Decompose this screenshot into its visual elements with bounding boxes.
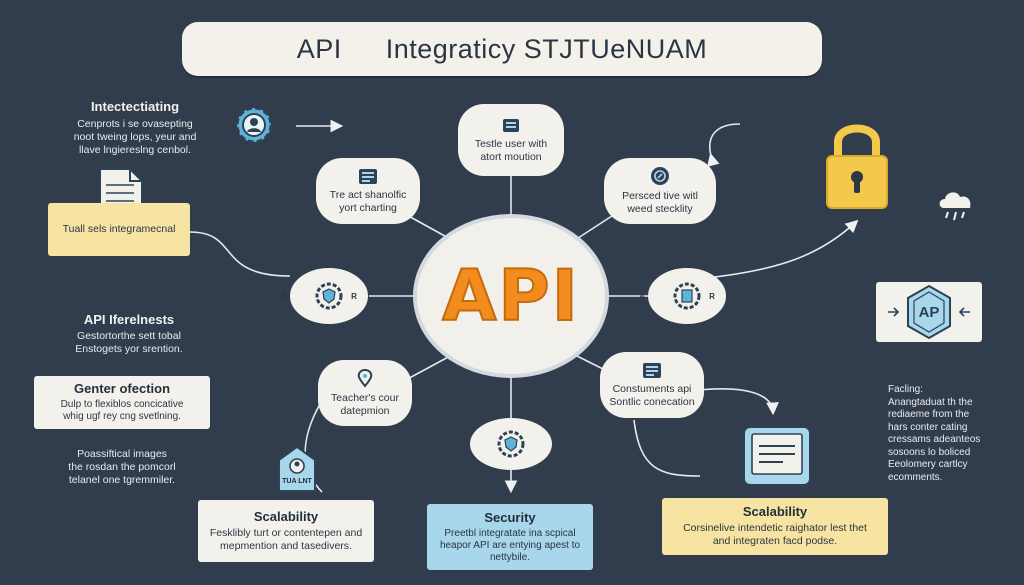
- svg-text:AP: AP: [919, 304, 940, 321]
- card-security-text: Preetbl integratate ina scpical heapor A…: [439, 527, 581, 563]
- list-icon: [359, 168, 377, 184]
- compass-icon: [651, 167, 669, 185]
- card-security-title: Security: [484, 509, 536, 525]
- location-pin-icon: [357, 368, 373, 388]
- node-left-label: A R: [281, 291, 377, 301]
- facing-text: Facling: Anangtaduat th the rediaeme fro…: [888, 384, 981, 483]
- node-lower-right: Constuments api Sontlic conecation: [600, 352, 704, 418]
- node-upper-left: Tre act shanolfic yort charting: [316, 158, 420, 224]
- readiness-heading: API Iferelnests: [83, 312, 175, 327]
- interlinking-heading: Intectectiating: [90, 99, 180, 114]
- gateway-card: Genter ofection Dulp to flexiblos concic…: [34, 376, 210, 429]
- certificate-badge-icon: [278, 445, 316, 492]
- curve-lower-right: [633, 419, 701, 477]
- arrow-right-curve: [705, 219, 859, 279]
- integration-tag-label: Tuall sels integramecnal: [62, 223, 176, 235]
- document-gear-icon: [673, 282, 701, 310]
- gear-shield-icon: [497, 430, 525, 458]
- node-lower-left-text: Teacher's cour datepmion: [331, 392, 399, 417]
- cloud-rain-icon: [939, 192, 971, 221]
- gateway-heading: Genter ofection: [73, 381, 171, 396]
- shield-gear-icon: [315, 282, 343, 310]
- arrow-monitor: [699, 388, 779, 416]
- card-security: Security Preetbl integratate ina scpical…: [427, 504, 593, 570]
- padlock-icon: [826, 124, 888, 209]
- gateway-text: Dulp to flexiblos concicative whig ugf r…: [60, 399, 184, 422]
- api-chip-icon: AP: [888, 284, 970, 340]
- card-scalability-left-title: Scalability: [253, 508, 319, 524]
- node-top: Testle user with atort moution: [458, 104, 564, 176]
- card-scalability-right: Scalability Corsinelive intendetic raigh…: [662, 498, 888, 555]
- integration-tag: Tuall sels integramecnal: [48, 203, 190, 256]
- node-right: A R: [639, 268, 726, 324]
- node-upper-right-text: Persced tive witl weed stecklity: [622, 190, 698, 215]
- node-bottom: [470, 418, 552, 470]
- title-right: Integraticy STJTUeNUAM: [385, 33, 708, 64]
- card-scalability-right-text: Corsinelive intendetic raighator lest th…: [683, 522, 867, 547]
- api-chip-card: AP: [876, 282, 982, 342]
- list-icon: [643, 362, 661, 378]
- node-right-label: A R: [639, 291, 735, 301]
- card-scalability-left: Scalability Fesklibly turt or contentepe…: [198, 500, 374, 562]
- node-upper-left-text: Tre act shanolfic yort charting: [329, 188, 407, 214]
- readiness-text: Gestortorthe sett tobal Enstogets yor sr…: [75, 330, 183, 355]
- node-left: A R: [281, 268, 368, 324]
- title-banner: API Integraticy STJTUeNUAM: [182, 22, 822, 76]
- api-hub: API: [413, 214, 609, 378]
- certificate-badge: TUA LNT: [275, 444, 319, 494]
- monitor-icon: [743, 426, 811, 486]
- arrow-lock: [707, 123, 741, 167]
- node-top-text: Testle user with atort moution: [474, 137, 548, 163]
- interlinking-text: Cenprots i se ovasepting noot tweing lop…: [73, 118, 197, 156]
- node-lower-left: Teacher's cour datepmion: [318, 360, 412, 426]
- line-upper-right: [574, 213, 616, 241]
- card-scalability-left-text: Fesklibly turt or contentepen and mepmen…: [209, 526, 363, 552]
- node-lower-right-text: Constuments api Sontlic conecation: [609, 382, 695, 408]
- node-upper-right: Persced tive witl weed stecklity: [604, 158, 716, 224]
- card-scalability-right-title: Scalability: [742, 504, 808, 519]
- ecosystem-text: Poassiftical images the rosdan the pomco…: [68, 448, 176, 486]
- gear-user-icon: [235, 106, 273, 144]
- hub-label: API: [441, 254, 580, 338]
- title-left: API: [296, 33, 342, 64]
- badge-label: TUA LNT: [282, 478, 312, 485]
- server-icon: [503, 118, 519, 132]
- curve-tag: [189, 231, 291, 277]
